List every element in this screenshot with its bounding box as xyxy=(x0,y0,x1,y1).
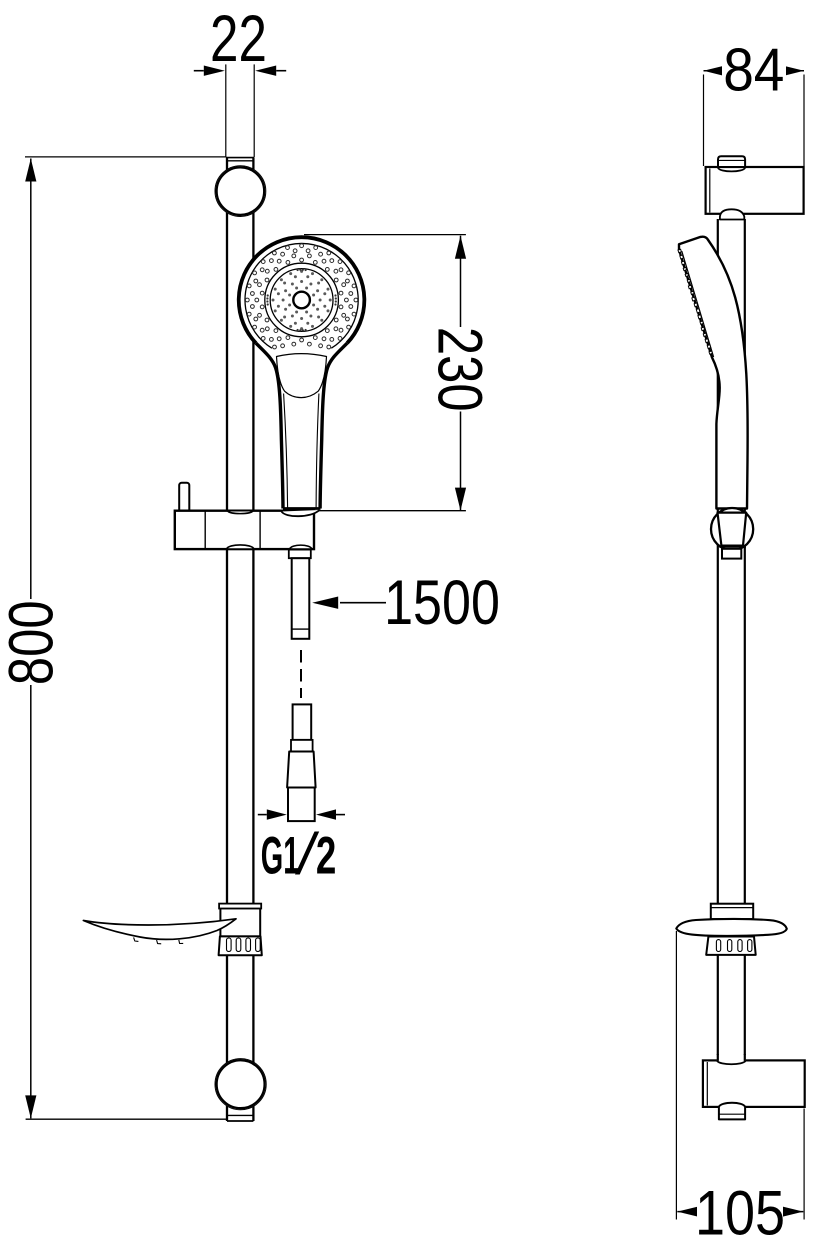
svg-text:2: 2 xyxy=(316,826,336,885)
svg-text:22: 22 xyxy=(210,2,267,76)
svg-text:1500: 1500 xyxy=(384,567,500,638)
svg-text:105: 105 xyxy=(695,1178,785,1241)
svg-text:230: 230 xyxy=(424,327,495,412)
svg-text:800: 800 xyxy=(0,600,67,685)
svg-text:G1: G1 xyxy=(261,826,300,884)
svg-text:84: 84 xyxy=(723,37,784,104)
